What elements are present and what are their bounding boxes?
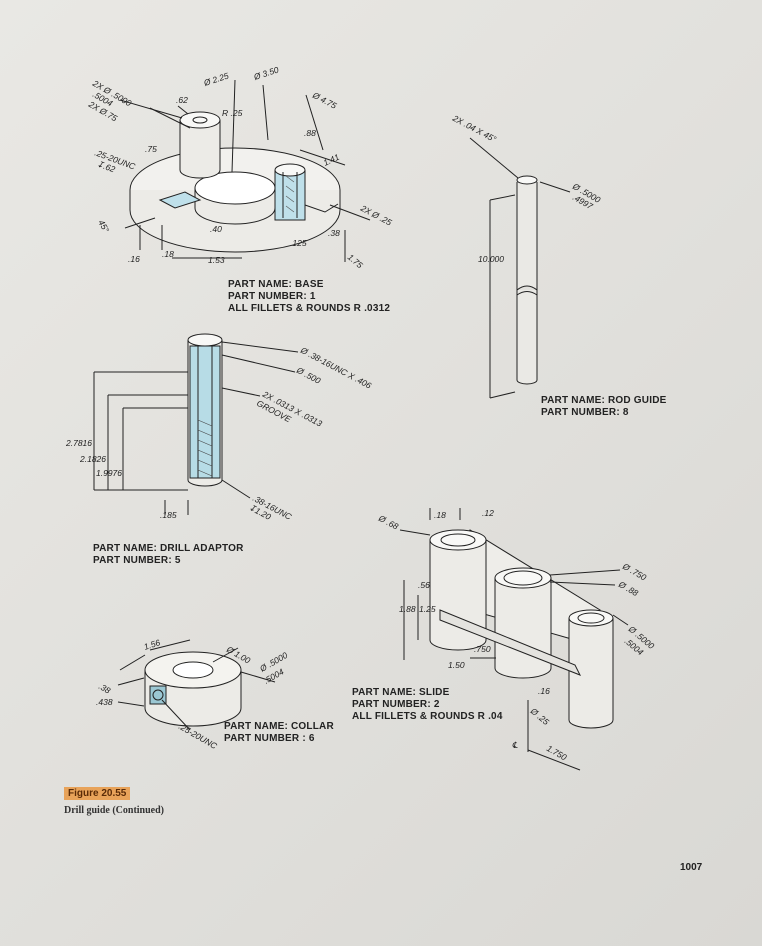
collar-part-label: PART NAME: COLLAR PART NUMBER : 6 (224, 721, 334, 745)
slide-dim-11: .750 (474, 644, 491, 654)
drill-adaptor-part-number: PART NUMBER: 5 (93, 555, 181, 566)
collar-dim-1: 1.56 (143, 637, 162, 652)
base-dim-10: 1.41 (322, 152, 341, 168)
base-dim-8: Ø 4.75 (310, 89, 338, 110)
base-dim-17: .38 (328, 228, 340, 238)
adaptor-dim-thread1: Ø .38-16UNC X .406 (298, 344, 373, 390)
base-part-label: PART NAME: BASE PART NUMBER: 1 ALL FILLE… (228, 279, 390, 315)
rod-guide-part-number: PART NUMBER: 8 (541, 407, 629, 418)
drill-adaptor-drawing (93, 333, 299, 515)
slide-dim-15: 1.750 (545, 743, 569, 762)
drill-adaptor-part-name: PART NAME: DRILL ADAPTOR (93, 543, 244, 554)
base-dim-5: R .25 (222, 108, 243, 118)
slide-part-number: PART NUMBER: 2 (352, 699, 440, 710)
collar-part-name: PART NAME: COLLAR (224, 721, 334, 732)
base-part-name: PART NAME: BASE (228, 279, 324, 290)
base-dim-20: .16 (128, 254, 140, 264)
rod-guide-part-name: PART NAME: ROD GUIDE (541, 395, 667, 406)
slide-dim-5: Ø .88 (616, 579, 640, 599)
base-dim-14: 45° (96, 218, 111, 235)
slide-dim-1: Ø .68 (376, 512, 400, 531)
slide-dim-16: ℄ (512, 740, 518, 750)
slide-dim-12: 1.50 (448, 660, 465, 670)
base-dim-15: 2X Ø .25 (358, 202, 393, 227)
collar-dim-6: .438 (96, 697, 113, 707)
slide-drawing (399, 508, 629, 771)
adaptor-dim-bore: Ø .500 (294, 364, 322, 385)
adaptor-dim-w: .185 (160, 510, 177, 520)
slide-dim-3: .12 (482, 508, 494, 518)
adaptor-dim-h3: 1.9976 (96, 468, 122, 478)
figure-label: Figure 20.55 (64, 787, 131, 800)
collar-dim-5: .38 (97, 681, 112, 696)
base-dim-9: .88 (304, 128, 316, 138)
slide-dim-10: 1.25 (419, 604, 436, 614)
base-dim-21: .18 (162, 249, 174, 259)
slide-part-name: PART NAME: SLIDE (352, 687, 450, 698)
collar-part-number: PART NUMBER : 6 (224, 733, 315, 744)
slide-dim-8: .56 (418, 580, 430, 590)
slide-dim-2: .18 (434, 510, 446, 520)
drill-adaptor-part-label: PART NAME: DRILL ADAPTOR PART NUMBER: 5 (93, 543, 244, 567)
base-dim-4: .62 (176, 95, 188, 105)
base-dim-6: Ø 2.25 (202, 70, 231, 88)
slide-part-note: ALL FILLETS & ROUNDS R .04 (352, 711, 503, 722)
slide-dim-14: Ø .25 (528, 705, 551, 727)
base-dim-16: .40 (210, 224, 222, 234)
adaptor-dim-h1: 2.7816 (65, 438, 92, 448)
slide-dim-13: .16 (538, 686, 550, 696)
rod-dim-length: 10.000 (478, 254, 504, 264)
base-dim-11: .75 (145, 144, 157, 154)
page-number: 1007 (680, 862, 703, 873)
adaptor-dim-h2: 2.1826 (79, 454, 106, 464)
collar-drawing (117, 639, 276, 731)
base-part-note: ALL FILLETS & ROUNDS R .0312 (228, 303, 391, 314)
slide-dim-9: 1.88 (399, 604, 416, 614)
base-dim-22: 1.53 (208, 255, 225, 265)
slide-part-label: PART NAME: SLIDE PART NUMBER: 2 ALL FILL… (352, 687, 503, 723)
rod-guide-part-label: PART NAME: ROD GUIDE PART NUMBER: 8 (541, 395, 666, 419)
figure-caption: Drill guide (Continued) (64, 805, 165, 816)
base-part-number: PART NUMBER: 1 (228, 291, 316, 302)
base-dim-19: 1.75 (346, 252, 365, 270)
rod-dim-chamfer: 2X .04 X 45° (450, 112, 498, 144)
rod-guide-drawing (469, 137, 571, 399)
base-dim-18: .125 (290, 238, 307, 248)
base-dim-7: Ø 3.50 (252, 64, 281, 82)
base-part-drawing (119, 79, 371, 262)
